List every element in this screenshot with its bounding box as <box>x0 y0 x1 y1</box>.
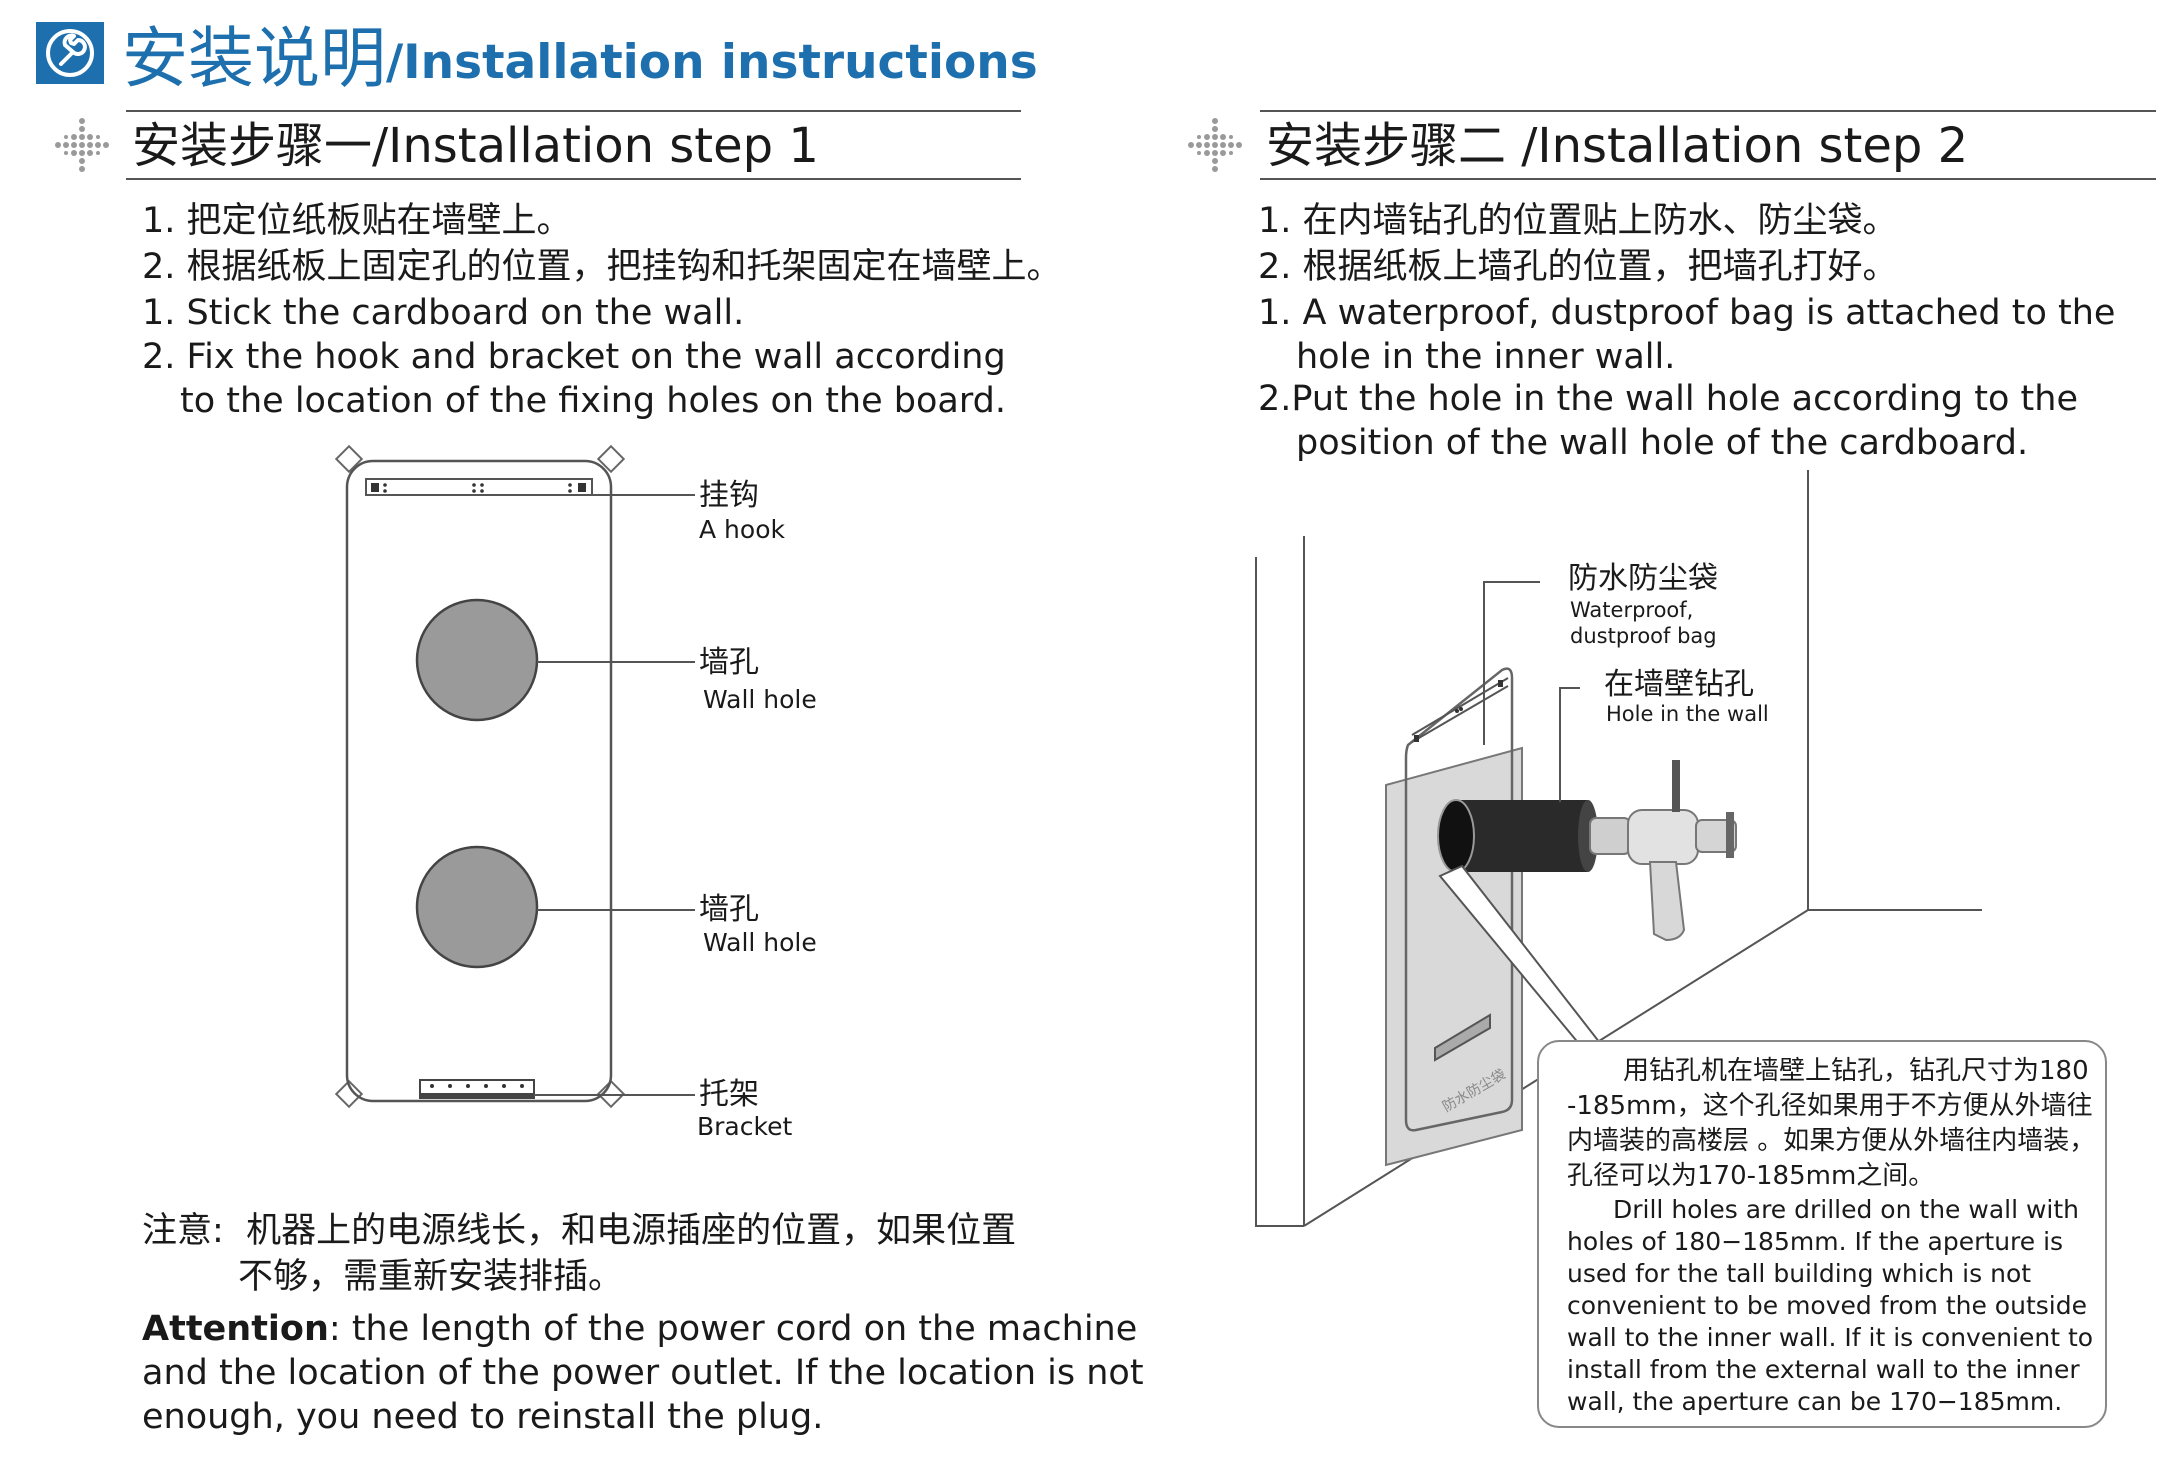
wall-hole-label-en: Wall hole <box>703 928 817 957</box>
step2-line: 1. A waterproof, dustproof bag is attach… <box>1258 293 2116 333</box>
step2-line: hole in the inner wall. <box>1296 337 1676 377</box>
hook-label-zh: 挂钩 <box>699 478 759 513</box>
wall-hole-label-en: Wall hole <box>703 685 817 714</box>
note-box: 用钻孔机在墙壁上钻孔，钻孔尺寸为180 -185mm，这个孔径如果用于不方便从外… <box>1537 1040 2107 1428</box>
step1-line: 1. Stick the cardboard on the wall. <box>142 293 745 333</box>
note-zh-line: -185mm，这个孔径如果用于不方便从外墙往 <box>1567 1091 2093 1121</box>
divider <box>1260 178 2156 180</box>
step2-line: position of the wall hole of the cardboa… <box>1296 423 2029 463</box>
bracket-label-zh: 托架 <box>699 1077 759 1112</box>
page-title: 安装说明/Installation instructions <box>122 8 1038 92</box>
divider <box>126 178 1021 180</box>
dot-cross-icon <box>1183 115 1247 179</box>
bag-label-en: dustproof bag <box>1570 624 1717 648</box>
wall-hole-label-zh: 墙孔 <box>699 645 759 680</box>
cardboard-diagram <box>334 445 695 1109</box>
step2-line: 1. 在内墙钻孔的位置贴上防水、防尘袋。 <box>1258 201 1898 241</box>
note-zh-line: 用钻孔机在墙壁上钻孔，钻孔尺寸为180 <box>1623 1056 2089 1086</box>
note-en-line: Drill holes are drilled on the wall with <box>1613 1195 2080 1224</box>
step1-title: 安装步骤一/Installation step 1 <box>132 118 819 174</box>
hole-label-zh: 在墙壁钻孔 <box>1604 667 1754 702</box>
attention-en-line: and the location of the power outlet. If… <box>142 1353 1144 1393</box>
hole-label-en: Hole in the wall <box>1606 702 1769 726</box>
attention-en-line: Attention: the length of the power cord … <box>142 1308 1137 1350</box>
page-title-en: /Installation instructions <box>386 35 1038 90</box>
attention-en-text: : the length of the power cord on the ma… <box>328 1309 1138 1349</box>
note-en-line: wall to the inner wall. If it is conveni… <box>1567 1323 2094 1352</box>
step1-line: 1. 把定位纸板贴在墙壁上。 <box>142 201 572 241</box>
step1-line: 2. 根据纸板上固定孔的位置，把挂钩和托架固定在墙壁上。 <box>142 247 1062 287</box>
note-en-line: used for the tall building which is not <box>1567 1259 2032 1288</box>
wrench-icon <box>36 22 104 84</box>
dot-cross-icon <box>50 115 114 179</box>
note-en-line: convenient to be moved from the outside <box>1567 1291 2087 1320</box>
note-en-line: holes of 180−185mm. If the aperture is <box>1567 1227 2064 1256</box>
wall-hole-label-zh: 墙孔 <box>699 892 759 927</box>
note-zh-line: 孔径可以为170-185mm之间。 <box>1567 1161 1935 1191</box>
note-en-line: install from the external wall to the in… <box>1567 1355 2080 1384</box>
attention-en-line: enough, you need to reinstall the plug. <box>142 1397 824 1437</box>
step1-line: to the location of the fixing holes on t… <box>180 381 1006 421</box>
attention-zh-label: 注意: <box>142 1211 224 1251</box>
step2-line: 2.Put the hole in the wall hole accordin… <box>1258 379 2078 419</box>
bag-label-zh: 防水防尘袋 <box>1568 561 1718 596</box>
page-title-zh: 安装说明 <box>122 20 386 97</box>
step2-title: 安装步骤二 /Installation step 2 <box>1266 118 1969 174</box>
attention-en-label: Attention <box>142 1309 329 1349</box>
divider <box>126 110 1021 112</box>
attention-zh-line: 注意: 机器上的电源线长，和电源插座的位置，如果位置 <box>142 1210 1016 1252</box>
divider <box>1260 110 2156 112</box>
attention-zh-text: 机器上的电源线长，和电源插座的位置，如果位置 <box>246 1211 1017 1251</box>
attention-zh-line: 不够，需重新安装排插。 <box>238 1257 624 1297</box>
step2-line: 2. 根据纸板上墙孔的位置，把墙孔打好。 <box>1258 247 1898 287</box>
note-zh-line: 内墙装的高楼层 。如果方便从外墙往内墙装， <box>1567 1126 2096 1156</box>
bag-label-en: Waterproof, <box>1570 598 1694 622</box>
step1-line: 2. Fix the hook and bracket on the wall … <box>142 337 1006 377</box>
drilling-diagram: 防水防尘袋 <box>1255 470 1982 1227</box>
note-en-line: wall, the aperture can be 170−185mm. <box>1567 1387 2063 1416</box>
bracket-label-en: Bracket <box>697 1112 793 1141</box>
hook-label-en: A hook <box>699 515 785 544</box>
